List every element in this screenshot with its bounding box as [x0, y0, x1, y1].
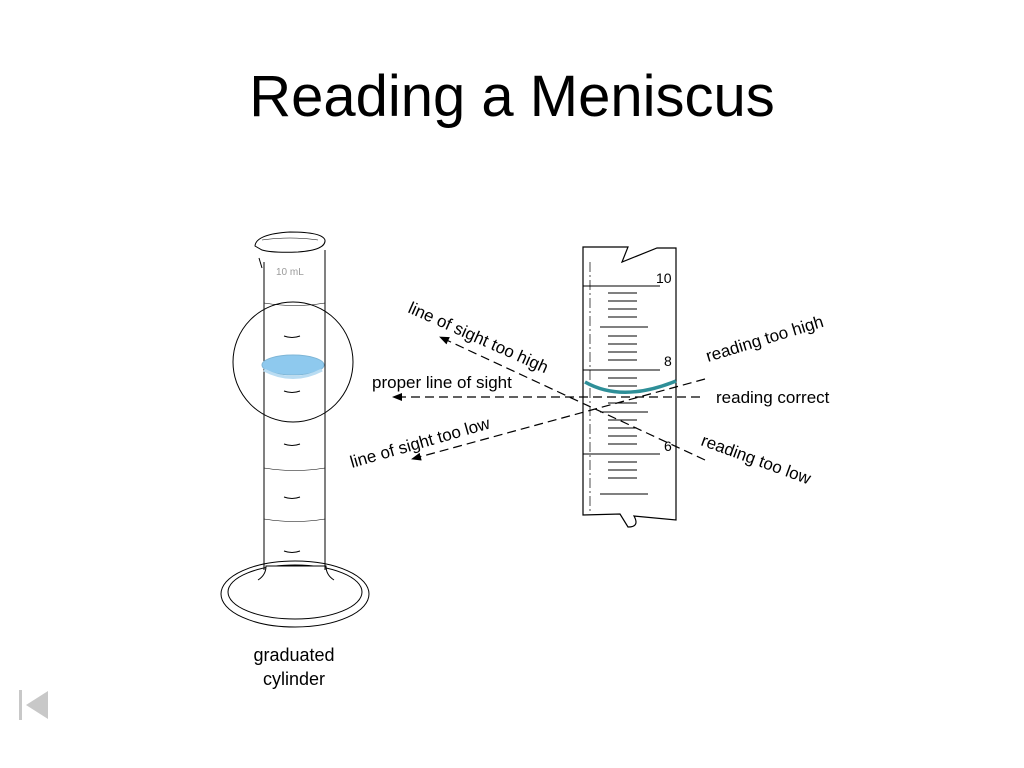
scale-label-8: 8 [664, 353, 672, 369]
sight-line-high [439, 336, 706, 461]
minor-ticks [600, 292, 648, 495]
cylinder-base [220, 560, 370, 628]
cylinder-capacity-label: 10 mL [276, 267, 304, 278]
meniscus-curve [584, 379, 677, 394]
page-title: Reading a Meniscus [249, 64, 775, 129]
back-to-first-icon [19, 690, 48, 720]
label-reading-too-high: reading too high [704, 312, 826, 366]
cylinder-inner-wall [258, 257, 263, 269]
sight-lines [392, 336, 706, 461]
scale-label-10: 10 [656, 270, 672, 286]
label-reading-too-low: reading too low [699, 431, 815, 489]
magnifier-circle [232, 301, 354, 423]
cylinder-foot [257, 565, 335, 581]
sight-line-low [411, 378, 706, 461]
graduation-mark [283, 443, 301, 446]
graduation-mark [283, 390, 301, 393]
cylinder-base-inner [227, 564, 363, 620]
cylinder-caption-line1: graduated [253, 645, 335, 665]
magnified-scale [582, 246, 677, 528]
graduated-cylinder [220, 231, 370, 628]
cylinder-caption: graduated cylinder [224, 643, 364, 691]
label-reading-correct: reading correct [716, 388, 830, 407]
graduation-mark [283, 335, 301, 338]
graduation-mark [283, 550, 301, 553]
graduation-mark [283, 496, 301, 499]
liquid-surface [261, 354, 325, 376]
scale-label-6: 6 [664, 438, 672, 454]
cylinder-caption-line2: cylinder [262, 669, 326, 689]
scale-outline [582, 246, 677, 528]
label-line-of-sight-too-high: line of sight too high [405, 298, 551, 377]
label-proper-line-of-sight: proper line of sight [372, 373, 512, 392]
back-to-first-button[interactable] [16, 688, 52, 722]
cylinder-lip [254, 231, 326, 253]
